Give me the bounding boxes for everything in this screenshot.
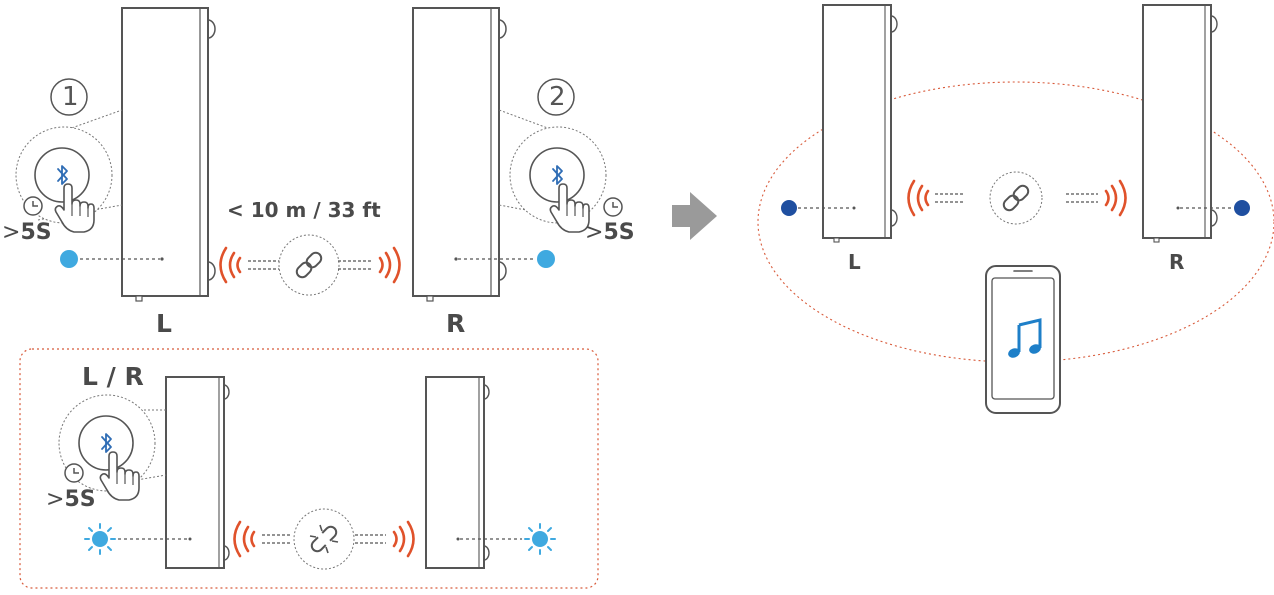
light-indicator-icon <box>60 250 78 268</box>
speaker-left-reset <box>165 376 230 569</box>
sound-wave-icon <box>1104 179 1127 217</box>
link-disconnection <box>233 508 415 570</box>
sound-wave-icon <box>219 246 242 284</box>
speaker-right-step1 <box>412 7 507 302</box>
bluetooth-callout-reset <box>58 394 167 501</box>
step-2-badge <box>537 78 575 116</box>
sound-wave-icon <box>392 520 415 558</box>
light-indicator-icon <box>781 200 797 216</box>
sound-wave-icon <box>378 246 401 284</box>
reset-panel <box>19 348 599 589</box>
step-1-badge <box>50 78 88 116</box>
speaker-right-connected <box>1142 4 1218 243</box>
sound-wave-icon <box>907 179 930 217</box>
clock-icon <box>23 196 43 216</box>
light-indicator-icon <box>84 523 116 555</box>
bluetooth-callout-step1 <box>15 109 123 233</box>
arrow-right-icon <box>672 192 717 240</box>
music-note-icon <box>1008 318 1042 358</box>
speaker-left-connected <box>822 4 898 243</box>
light-indicator-icon <box>1234 200 1250 216</box>
speaker-right-reset <box>425 376 490 569</box>
clock-icon <box>64 463 84 483</box>
light-indicator-icon <box>524 523 556 555</box>
link-connection-top <box>219 234 401 296</box>
smartphone-icon <box>985 265 1061 414</box>
link-connection-result <box>907 171 1127 225</box>
speaker-left-step1 <box>121 7 216 302</box>
sound-wave-icon <box>233 520 256 558</box>
light-indicator-icon <box>537 250 555 268</box>
clock-icon <box>603 197 623 217</box>
bluetooth-callout-step2 <box>498 109 623 233</box>
